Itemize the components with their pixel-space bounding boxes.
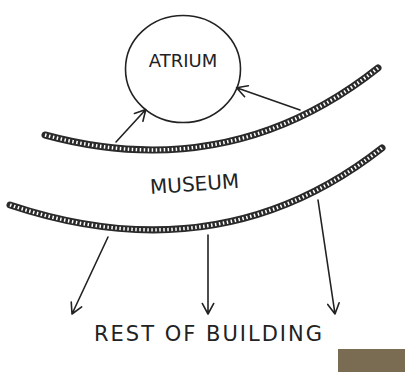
node-label: REST OF BUILDING [94, 322, 324, 346]
node-label: MUSEUM [149, 169, 240, 199]
museum-band: MUSEUM [5, 62, 390, 252]
wall-band [10, 148, 382, 230]
flow-arrow [237, 86, 300, 110]
wall-hatching [10, 148, 382, 230]
node-label: ATRIUM [149, 50, 217, 71]
museum-walls [5, 62, 390, 252]
flow-arrow [318, 200, 339, 314]
wall-hatching [45, 68, 378, 150]
flow-arrow [71, 237, 108, 314]
building-area: REST OF BUILDING [90, 320, 328, 348]
atrium-circle: ATRIUM [124, 14, 242, 124]
brown-patch [338, 349, 405, 372]
flow-arrow [202, 235, 214, 314]
wall-band [45, 68, 378, 150]
circle-outline [126, 16, 241, 123]
flow-arrow [116, 110, 146, 142]
